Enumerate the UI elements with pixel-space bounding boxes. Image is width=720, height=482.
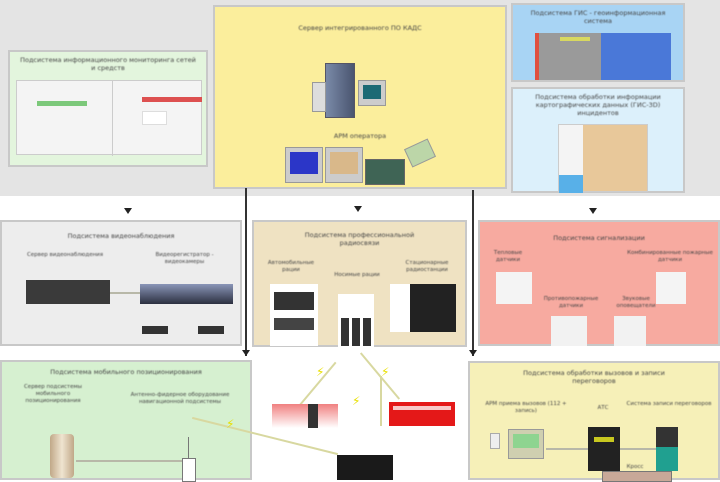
calls-panel: Подсистема обработки вызовов и записи пе…	[468, 361, 720, 482]
monitoring-screenshot	[16, 80, 202, 156]
mobile-panel: Подсистема мобильного позиционирования С…	[0, 360, 252, 482]
mobile-server-icon	[50, 434, 74, 478]
fire-sensor-label: Противопожарные датчики	[543, 296, 599, 309]
mobile-title: Подсистема мобильного позиционирования	[50, 368, 202, 376]
temp-sensor-icon	[496, 272, 532, 304]
server-box-icon	[312, 82, 326, 112]
arrow-down-icon	[589, 208, 597, 214]
data-processing-panel: Подсистема обработки информации картогра…	[511, 87, 685, 193]
arm-workstation-icon	[508, 429, 544, 459]
server-title: Сервер интегрированного ПО КАДС	[298, 24, 422, 32]
phone-icon	[490, 433, 500, 449]
radio-panel: Подсистема профессиональной радиосвязи А…	[252, 220, 467, 349]
radio-title: Подсистема профессиональной радиосвязи	[304, 231, 415, 247]
lightning-icon: ⚡	[381, 365, 390, 379]
arrow-down-icon	[124, 208, 132, 214]
lightning-icon: ⚡	[226, 417, 235, 431]
connector-right	[472, 190, 474, 356]
video-recorder-label: Видеорегистратор - видеокамеры	[155, 252, 214, 265]
video-server-icon	[26, 280, 110, 304]
monitoring-title: Подсистема информационного мониторинга с…	[20, 56, 196, 72]
ambulance-icon	[272, 404, 338, 428]
ats-label: АТС	[597, 405, 609, 411]
base-radio-label: Стационарные радиостанции	[405, 260, 449, 273]
arrow-down-icon	[242, 350, 250, 356]
map-workstation-icon	[325, 147, 363, 183]
sound-alarm-icon	[614, 316, 646, 346]
map-screenshot	[558, 124, 648, 193]
video-link	[110, 292, 140, 294]
cross-panel-icon	[602, 471, 672, 482]
recorder-label: Система записи переговоров	[626, 401, 712, 407]
ats-icon	[588, 427, 620, 471]
camera-icon	[142, 326, 168, 334]
sound-alarm-label: Звуковые оповещатели	[616, 296, 656, 309]
data-processing-title: Подсистема обработки информации картогра…	[535, 93, 661, 117]
server-panel: Сервер интегрированного ПО КАДС АРМ опер…	[213, 5, 507, 189]
power-label: Кросс	[626, 464, 644, 470]
smoke-sensor-icon	[656, 272, 686, 304]
camera-icon	[198, 326, 224, 334]
smoke-sensor-label: Комбинированные пожарные датчики	[627, 250, 713, 263]
video-recorder-icon	[140, 284, 233, 304]
lightning-icon: ⚡	[316, 365, 325, 379]
antenna-label: Антенно-фидерное оборудование навигацион…	[130, 392, 230, 405]
monitoring-panel: Подсистема информационного мониторинга с…	[8, 50, 208, 167]
fire-sensor-icon	[551, 316, 587, 346]
server-icon	[325, 63, 355, 118]
radio-link	[380, 376, 382, 426]
video-title: Подсистема видеонаблюдения	[67, 232, 175, 240]
connector-left	[245, 188, 247, 356]
lightning-icon: ⚡	[352, 394, 361, 408]
mobile-link	[76, 460, 186, 462]
gis-screenshot	[535, 33, 671, 80]
video-panel: Подсистема видеонаблюдения Сервер видеон…	[0, 220, 242, 346]
keypad-icon	[403, 138, 437, 168]
alarm-panel: Подсистема сигнализации Тепловые датчики…	[478, 220, 720, 346]
fire-truck-icon	[389, 402, 455, 426]
video-server-label: Сервер видеонаблюдения	[26, 252, 104, 258]
vehicle-radio-label: Автомобильные рации	[267, 260, 315, 273]
arrow-down-icon	[469, 350, 477, 356]
temp-sensor-label: Тепловые датчики	[493, 250, 523, 263]
operator-workstation-icon	[285, 147, 323, 183]
gis-panel: Подсистема ГИС - геоинформационная систе…	[511, 3, 685, 82]
base-station-icon	[390, 284, 456, 332]
patrol-car-icon	[337, 455, 393, 480]
antenna-icon	[182, 458, 196, 482]
antenna-mast	[188, 437, 189, 459]
recorder-icon	[656, 427, 678, 471]
monitor-icon	[358, 80, 386, 106]
gis-title: Подсистема ГИС - геоинформационная систе…	[530, 9, 666, 25]
portable-radio-icon	[338, 294, 374, 349]
arrow-down-icon	[354, 206, 362, 212]
mobile-server-label: Сервер подсистемы мобильного позициониро…	[23, 384, 83, 404]
terminal-icon	[365, 159, 405, 185]
alarm-title: Подсистема сигнализации	[553, 234, 645, 242]
portable-radio-label: Носимые рации	[334, 272, 380, 278]
arm-label: АРМ приема вызовов (112 + запись)	[485, 401, 567, 414]
vehicle-radio-icon	[270, 284, 318, 346]
operator-label: АРМ оператора	[333, 132, 387, 140]
calls-title: Подсистема обработки вызовов и записи пе…	[523, 369, 665, 385]
